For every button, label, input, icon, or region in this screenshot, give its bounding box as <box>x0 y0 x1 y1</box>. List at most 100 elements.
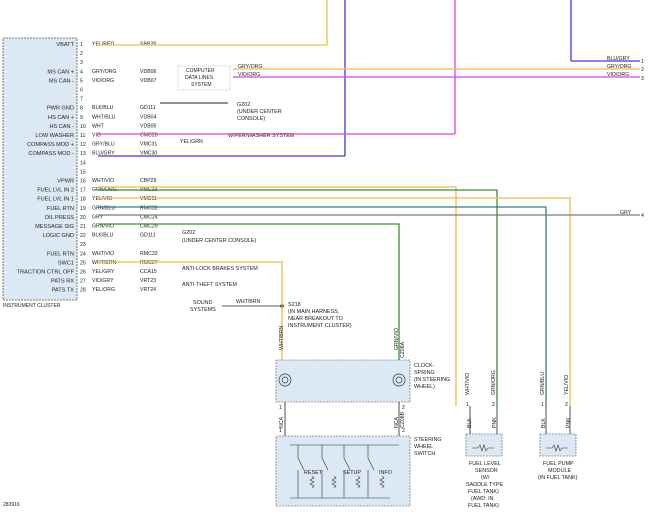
cluster-pin-label: MS CAN - <box>49 78 74 84</box>
cluster-pin-label: TRACTION CTRL OFF <box>17 270 75 276</box>
label-r2: 2 <box>641 67 644 73</box>
label-v-yel-vio: YEL/VIO <box>564 375 570 395</box>
label-s218: S218 <box>288 302 301 308</box>
label-info: INFO <box>379 470 392 476</box>
cluster-pin-number: 6 <box>80 88 83 94</box>
cluster-pin-number: 2 <box>80 51 83 57</box>
cluster-pin-label: PATS TX <box>52 288 75 294</box>
cluster-pin-number: 8 <box>80 106 83 112</box>
cluster-pin-label: PWR GND <box>47 106 74 112</box>
label-fls3: (W/ <box>481 475 490 481</box>
cluster-pin-wire-color: BLU/GRY <box>92 151 115 157</box>
label-fls2: SENSOR <box>475 468 498 474</box>
label-v-grn-vio: GRN/VIO <box>394 328 400 350</box>
cluster-pin-circuit: VMC31 <box>140 142 157 148</box>
label-system: SYSTEM <box>191 82 212 88</box>
label-wiper: WIPER/WASHER SYSTEM <box>228 133 295 139</box>
cluster-pin-circuit: RMC32 <box>140 205 158 211</box>
cluster-pin-number: 28 <box>80 288 86 294</box>
cluster-pin-wire-color: WHT <box>92 123 105 129</box>
cluster-pin-circuit: RMC27 <box>140 260 158 266</box>
label-s218-1: (IN MAIN HARNESS, <box>288 309 340 315</box>
label-g202-a3: CONSOLE) <box>237 116 265 122</box>
cluster-pin-label: VBATT <box>56 42 74 48</box>
label-v-wht-vio: WHT/VIO <box>465 373 471 395</box>
cluster-pin-wire-color: GRY <box>92 214 104 220</box>
cluster-pin-number: 24 <box>80 251 86 257</box>
cluster-pin-wire-color: GRY/ORG <box>92 69 116 75</box>
cluster-pin-wire-color: GRY/BLU <box>92 142 115 148</box>
cluster-pin-number: 19 <box>80 206 86 212</box>
cluster-pin-label: LOW WASHER <box>35 133 74 139</box>
cluster-pin-label: MESSAGE SIG <box>35 224 74 230</box>
cluster-pin-number: 17 <box>80 188 86 194</box>
computer-data-lines-box <box>177 65 231 91</box>
cluster-pin-label: OIL PRESS <box>45 215 75 221</box>
cluster-pin-label: HS CAN + <box>48 115 74 121</box>
cluster-pin-label: FUEL RTN <box>47 251 74 257</box>
cluster-pin-wire-color: BLK/BLU <box>92 105 114 111</box>
label-sws1: STEERING <box>414 437 442 443</box>
sws-switches <box>297 445 385 498</box>
cluster-pin-number: 1 <box>80 42 83 48</box>
instrument-cluster-title: INSTRUMENT CLUSTER <box>3 303 61 309</box>
label-blu-gry: BLU/GRY <box>607 56 630 62</box>
label-sound1: SOUND <box>193 300 213 306</box>
cluster-pin-label: SWC1 <box>58 260 74 266</box>
label-clock1: CLOCK- <box>414 363 435 369</box>
cluster-pin-number: 22 <box>80 233 86 239</box>
cluster-pin-number: 4 <box>80 69 83 75</box>
label-yel-grn: YEL/GRN <box>180 139 203 145</box>
diagram-id: 283916 <box>3 502 20 508</box>
label-fpm2: MODULE <box>548 468 571 474</box>
label-fls1: FUEL LEVEL <box>469 461 501 467</box>
cluster-pin-number: 11 <box>80 133 85 139</box>
label-sound2: SYSTEMS <box>190 307 216 313</box>
cluster-pin-label: PATS RX <box>51 279 74 285</box>
cluster-pin-number: 27 <box>80 279 86 285</box>
clockspring-coil-right-inner <box>395 376 403 384</box>
cluster-pin-label: FUEL LVL IN 2 <box>37 188 74 194</box>
cluster-pin-circuit: VDB07 <box>140 78 157 84</box>
label-v-grn-org: GRN/ORG <box>491 370 497 395</box>
label-reset: RESET <box>304 470 323 476</box>
wire-message-sig <box>98 223 400 360</box>
label-p3: 1 <box>466 402 469 408</box>
cluster-pin-circuit: CCA15 <box>140 269 157 275</box>
cluster-pin-number: 5 <box>80 78 83 84</box>
cluster-pin-label: FUEL RTN <box>47 206 74 212</box>
cluster-pin-label: COMPASS MOD + <box>27 142 74 148</box>
label-v-pnk2: PNK <box>566 417 572 428</box>
cluster-pin-wire-color: YEL/GRY <box>92 269 115 275</box>
cluster-pin-label: COMPASS MOD - <box>28 151 74 157</box>
label-fpm3: (IN FUEL TANK) <box>538 475 578 481</box>
cluster-pin-circuit: VDB04 <box>140 114 157 120</box>
cluster-pin-number: 16 <box>80 179 86 185</box>
cluster-pin-circuit: CMC29 <box>140 224 158 230</box>
cluster-pin-number: 9 <box>80 115 83 121</box>
cluster-pin-number: 25 <box>80 260 86 266</box>
cluster-pin-wire-color: VIO <box>92 133 101 139</box>
cluster-pin-label: MS CAN + <box>47 69 74 75</box>
label-s218-2: NEAR BREAKOUT TO <box>288 316 343 322</box>
fuel-level-sensor-resistor <box>472 444 494 452</box>
cluster-pin-circuit: CBP29 <box>140 178 157 184</box>
label-clock2: SPRING <box>414 370 435 376</box>
label-computer: COMPUTER <box>186 68 215 74</box>
label-abs: ANTI-LOCK BRAKES SYSTEM <box>182 266 258 272</box>
label-p1: 1 <box>279 405 282 411</box>
cluster-pin-wire-color: YEL/VIO <box>92 196 112 202</box>
cluster-pin-wire-color: WHT/VIO <box>92 251 114 257</box>
label-antitheft: ANTI-THEFT SYSTEM <box>182 282 238 288</box>
cluster-pin-circuit: CMC20 <box>140 133 158 139</box>
label-r3: 3 <box>641 76 644 82</box>
cluster-pin-number: 14 <box>80 160 86 166</box>
label-gry-org-right: GRY/ORG <box>607 64 631 70</box>
cluster-pin-number: 13 <box>80 151 86 157</box>
label-sws2: WHEEL <box>414 444 433 450</box>
label-fls6: (AWD: IN <box>471 496 494 502</box>
cluster-pin-wire-color: VIO/GRY <box>92 278 114 284</box>
cluster-pin-wire-color: WHT/VIO <box>92 178 114 184</box>
